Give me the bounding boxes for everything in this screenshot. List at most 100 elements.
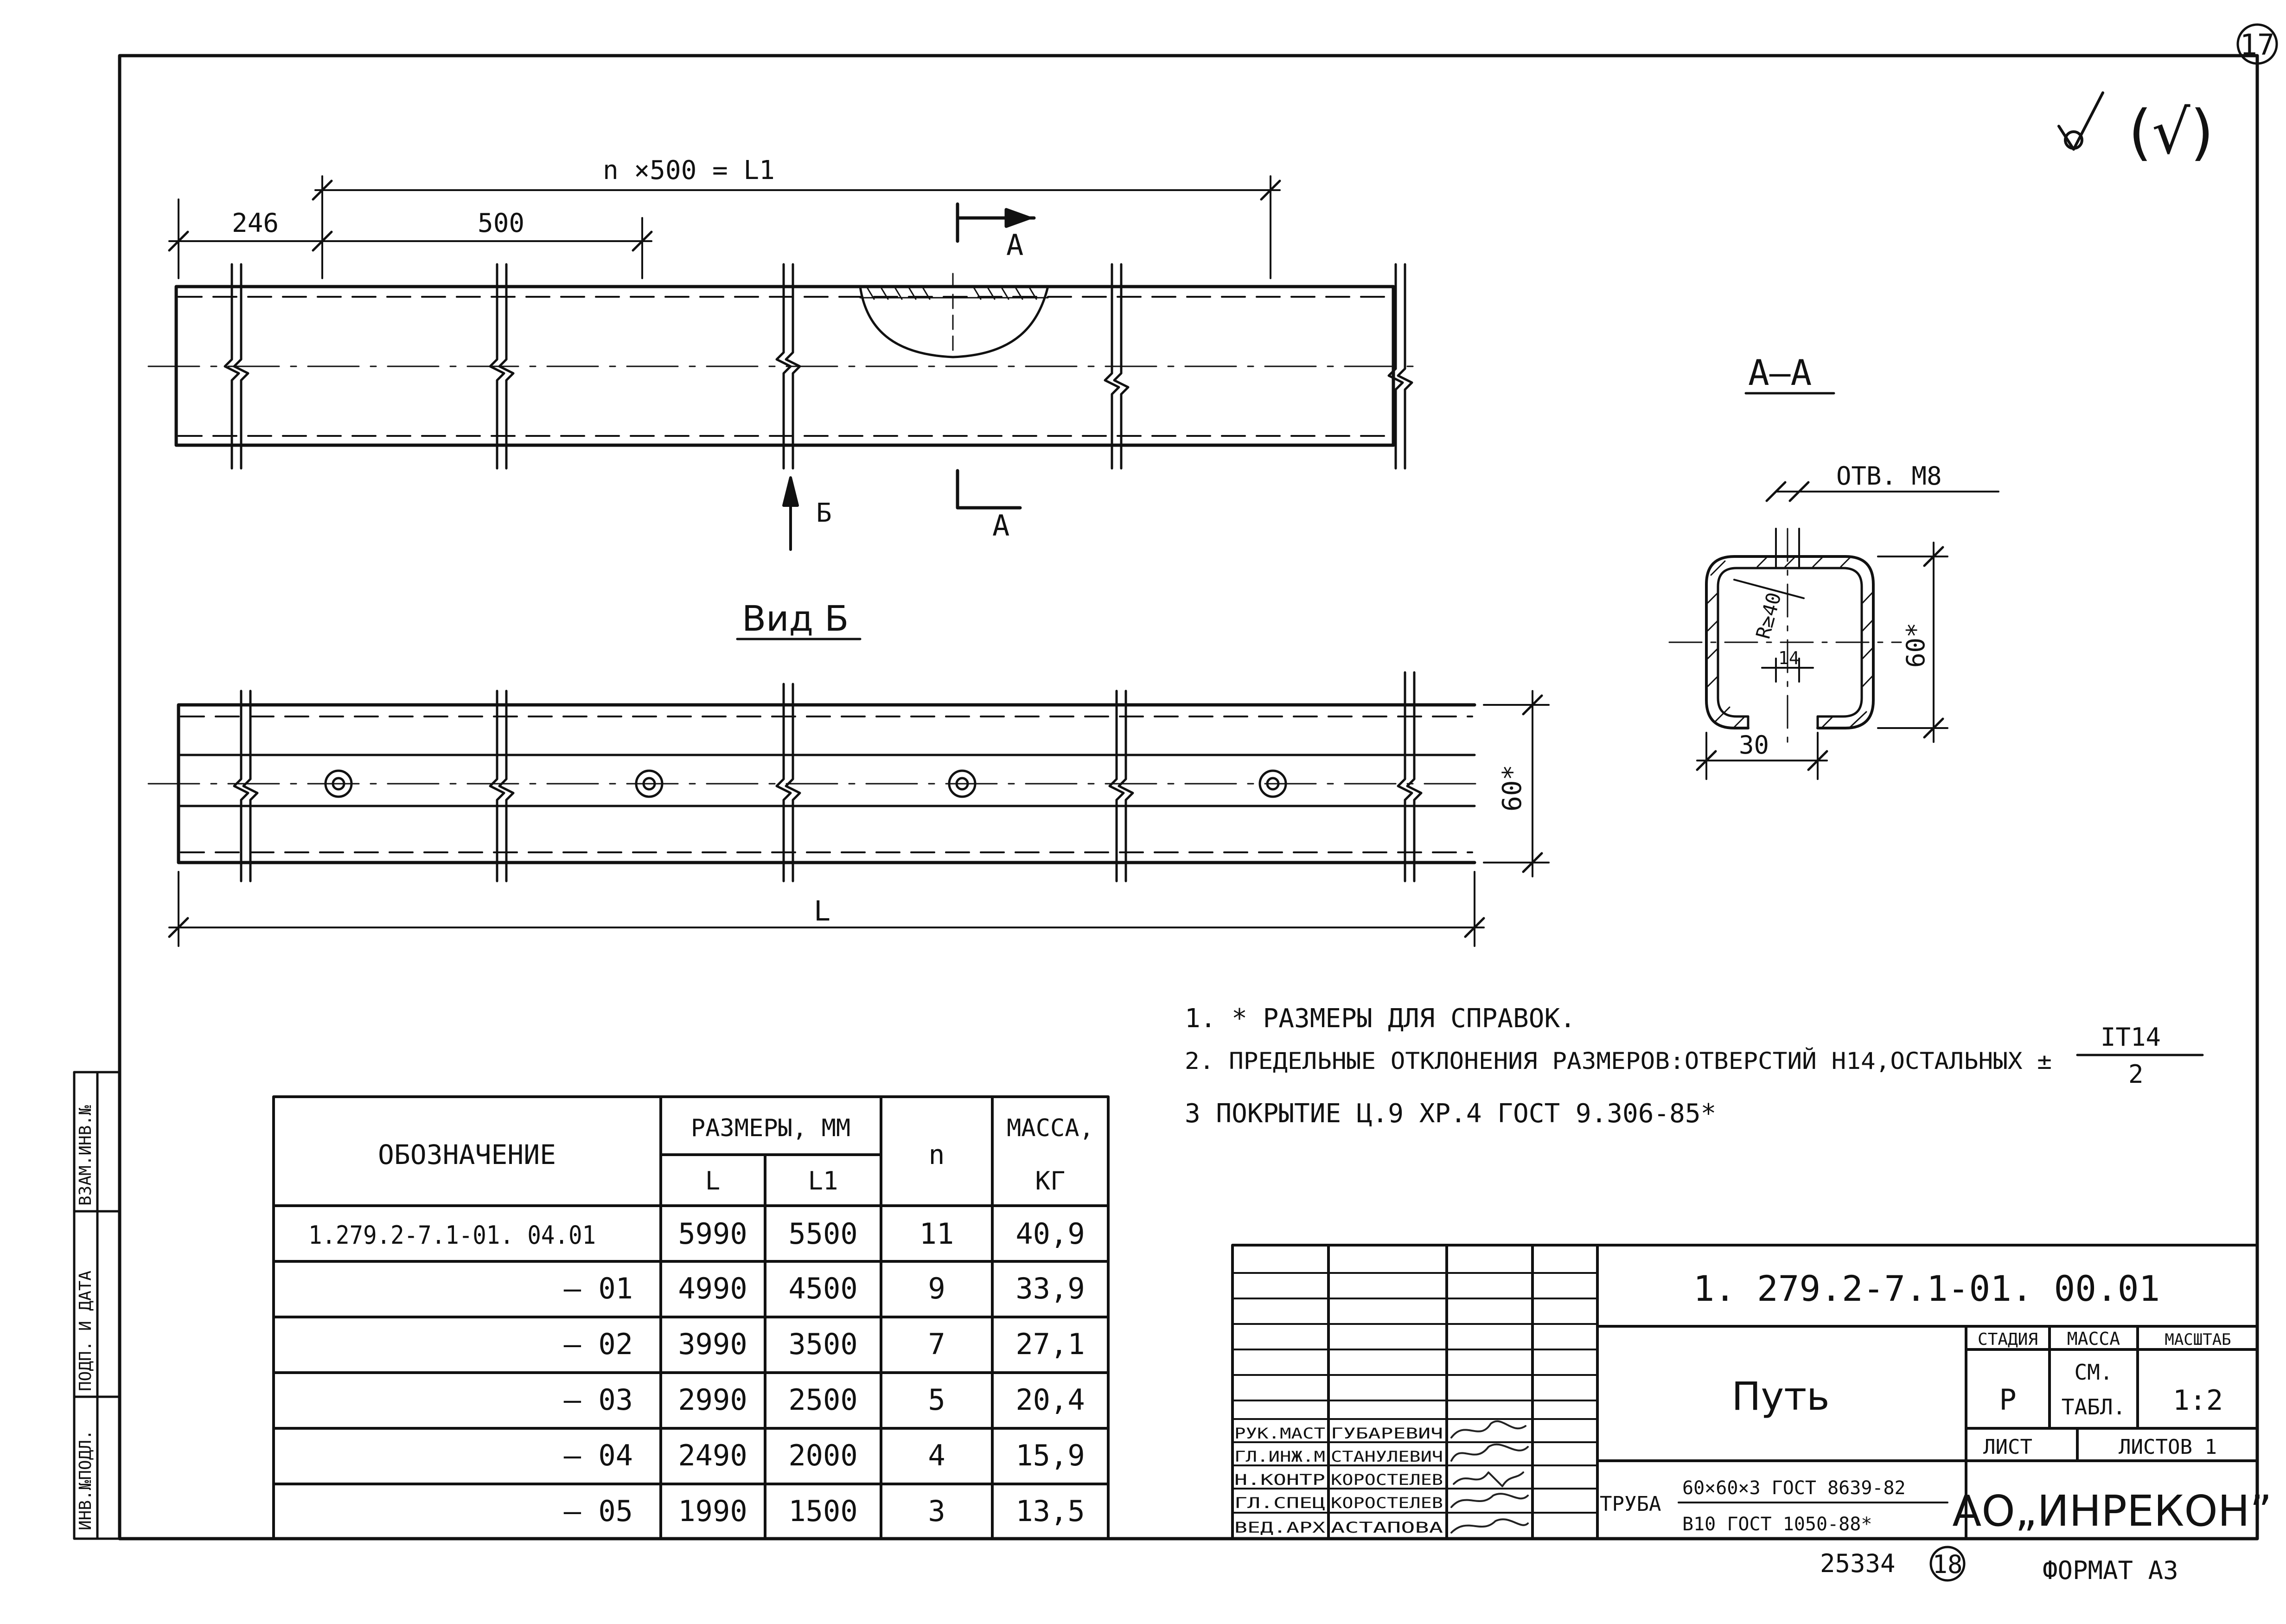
- sheet-frame: [118, 54, 2259, 1541]
- hole: [1258, 769, 1287, 798]
- company-name: АО„ИНРЕКОН”: [1952, 1486, 2272, 1536]
- view-b-holes: [324, 769, 1287, 798]
- view-b: [147, 671, 1485, 882]
- archive-number: 25334: [1820, 1549, 1896, 1578]
- break-marks-view-b: [233, 671, 1423, 882]
- dim-60-view: 60*: [1497, 765, 1527, 812]
- table-cell-n: 4: [928, 1439, 945, 1472]
- view-letter: Б: [816, 498, 832, 528]
- stage-value: Р: [1999, 1383, 2016, 1417]
- person-2: СТАНУЛЕВИЧ: [1331, 1448, 1443, 1465]
- table-cell-L1: 3500: [788, 1327, 857, 1361]
- format-label: ФОРМАТ А3: [2043, 1556, 2178, 1585]
- hdr-stage: СТАДИЯ: [1978, 1330, 2038, 1349]
- role-2: ГЛ.ИНЖ.М: [1234, 1448, 1325, 1465]
- view-arrow: [782, 476, 799, 551]
- radius-label: R≥40: [1751, 590, 1786, 641]
- table-cell-designation: – 01: [564, 1272, 633, 1305]
- section-a-a: [1668, 481, 1999, 780]
- note-2-numerator: IT14: [2101, 1023, 2161, 1052]
- table-cell-L: 2490: [678, 1439, 747, 1472]
- table-cell-L1: 2500: [788, 1383, 857, 1417]
- table-cell-L1: 1500: [788, 1494, 857, 1528]
- table-cell-n: 9: [928, 1272, 945, 1305]
- sheets-label: ЛИСТОВ 1: [2119, 1435, 2217, 1459]
- role-4: ГЛ.СПЕЦ: [1234, 1494, 1325, 1512]
- drawing-name: Путь: [1731, 1374, 1829, 1419]
- page-number-circle: [2236, 23, 2278, 65]
- person-4: КОРОСТЕЛЕВ: [1331, 1494, 1443, 1512]
- section-letter-bottom: А: [992, 509, 1009, 543]
- col-mass-unit: КГ: [1035, 1166, 1065, 1196]
- dim-14: 14: [1778, 648, 1800, 668]
- col-designation: ОБОЗНАЧЕНИЕ: [378, 1139, 556, 1170]
- table-cell-L: 3990: [678, 1327, 747, 1361]
- data-table: [272, 1095, 1110, 1540]
- table-cell-n: 3: [928, 1494, 945, 1528]
- section-inner: [1717, 567, 1863, 718]
- section-letter-top: А: [1006, 228, 1023, 262]
- col-L1: L1: [808, 1166, 838, 1196]
- note-2: 2. ПРЕДЕЛЬНЫЕ ОТКЛОНЕНИЯ РАЗМЕРОВ:ОТВЕРС…: [1185, 1047, 2052, 1074]
- table-cell-mass: 13,5: [1015, 1494, 1085, 1528]
- table-cell-mass: 15,9: [1015, 1439, 1085, 1472]
- role-1: РУК.МАСТ: [1234, 1425, 1325, 1442]
- table-cell-L: 1990: [678, 1494, 747, 1528]
- mass-value-2: ТАБЛ.: [2062, 1394, 2126, 1419]
- section-title: А—А: [1748, 352, 1812, 393]
- person-1: ГУБАРЕВИЧ: [1331, 1425, 1443, 1442]
- stamp-podp-data: ПОДП. И ДАТА: [76, 1271, 95, 1391]
- doc-code: 1. 279.2-7.1-01. 00.01: [1693, 1268, 2160, 1309]
- table-cell-mass: 40,9: [1015, 1217, 1085, 1251]
- table-cell-n: 7: [928, 1327, 945, 1361]
- table-cell-mass: 20,4: [1015, 1383, 1085, 1417]
- dim-500: 500: [478, 208, 524, 238]
- table-cell-n: 5: [928, 1383, 945, 1417]
- hdr-scale: МАСШТАБ: [2165, 1330, 2231, 1349]
- cutaway-hatch: [859, 287, 1049, 300]
- hole-label: ОТВ. М8: [1836, 461, 1942, 491]
- material-prefix: ТРУБА: [1600, 1492, 1661, 1516]
- table-cell-designation: – 03: [564, 1383, 633, 1417]
- view-b-dimensions: [168, 690, 1550, 947]
- signature-scribbles: [1450, 1420, 1529, 1534]
- note-3: 3 ПОКРЫТИЕ Ц.9 ХР.4 ГОСТ 9.306-85*: [1185, 1099, 1716, 1129]
- mass-value-1: СМ.: [2074, 1360, 2113, 1385]
- table-cell-designation: – 04: [564, 1439, 633, 1472]
- note-1: 1. * РАЗМЕРЫ ДЛЯ СПРАВОК.: [1185, 1004, 1576, 1034]
- col-L: L: [705, 1166, 721, 1196]
- table-cell-designation: 1.279.2-7.1-01. 04.01: [308, 1221, 596, 1250]
- view-title: Вид Б: [742, 598, 849, 639]
- material-bottom: В10 ГОСТ 1050-88*: [1682, 1514, 1872, 1535]
- dim-60-section: 60*: [1901, 622, 1930, 668]
- table-cell-mass: 27,1: [1015, 1327, 1085, 1361]
- dim-L: L: [814, 895, 830, 927]
- table-cell-L1: 2000: [788, 1439, 857, 1472]
- role-5: ВЕД.АРХ: [1234, 1519, 1325, 1536]
- hole: [948, 769, 977, 798]
- role-3: Н.КОНТР: [1234, 1471, 1325, 1489]
- scale-value: 1:2: [2173, 1384, 2223, 1417]
- table-cell-L: 2990: [678, 1383, 747, 1417]
- person-5: АСТАПОВА: [1331, 1519, 1443, 1536]
- roughness-symbol: [2057, 91, 2104, 151]
- stamp-vzam-inv: ВЗАМ.ИНВ.№: [76, 1105, 95, 1206]
- table-cell-L: 4990: [678, 1272, 747, 1305]
- col-sizes: РАЗМЕРЫ, ММ: [691, 1114, 850, 1142]
- table-cell-L: 5990: [678, 1217, 747, 1251]
- material-top: 60×60×3 ГОСТ 8639-82: [1682, 1477, 1906, 1499]
- next-sheet-number: 18: [1932, 1550, 1962, 1579]
- sheet-label: ЛИСТ: [1983, 1435, 2032, 1459]
- stamp-inv-podl: ИНВ.№ПОДЛ.: [76, 1430, 95, 1530]
- col-mass: МАССА,: [1007, 1114, 1094, 1142]
- person-3: КОРОСТЕЛЕВ: [1331, 1471, 1443, 1489]
- dim-30: 30: [1739, 730, 1769, 760]
- table-cell-mass: 33,9: [1015, 1272, 1085, 1305]
- hole: [635, 769, 664, 798]
- roughness-mark: (√): [2128, 97, 2214, 167]
- main-view: [147, 263, 1424, 470]
- table-cell-designation: – 02: [564, 1327, 633, 1361]
- col-n: n: [929, 1139, 945, 1170]
- top-dimensions: [168, 175, 1281, 279]
- cutaway: [859, 285, 1049, 358]
